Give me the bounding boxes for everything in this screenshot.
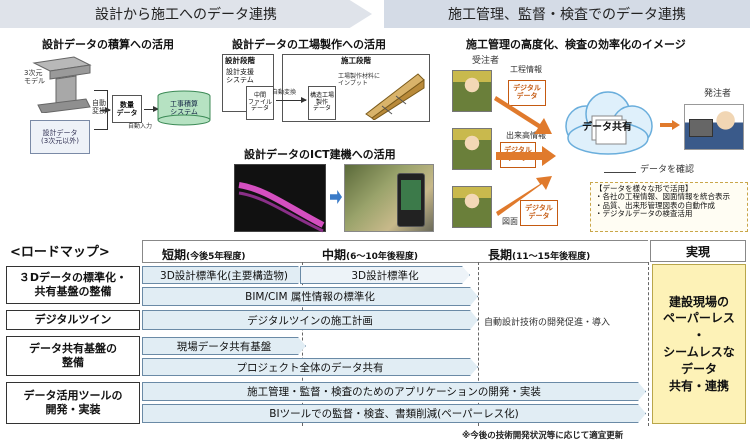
digital-data-box-1: デジタル データ [508,80,546,106]
bar-management-apps: 施工管理・監督・検査のためのアプリケーションの開発・実装 [142,382,646,401]
bar-digital-twin: デジタルツインの施工計画 [142,310,478,330]
roadmap-header-top-rule [142,240,648,241]
management-section-title: 施工管理の高度化、検査の効率化のイメージ [466,38,686,51]
bar-bi-tools: BIツールでの監督・検査、書類削減(ペーパーレス化) [142,404,646,423]
phase-short-label: 短期 [162,248,187,262]
design-support-label: 設計支援 システム [226,67,254,84]
construction-info-label: 工程情報 [510,65,542,74]
construction-stage-label: 施工段階 [341,56,371,65]
usage-note-3: ・デジタルデータの検査活用 [595,208,693,218]
intermediate-file-box: 中間 ファイル データ [246,86,274,120]
bar-bim-cim: BIM/CIM 属性情報の標準化 [142,287,478,306]
phase-short: 短期(今後5年程度) [162,244,246,263]
row-label-3d-standardization: ３Dデータの標準化・ 共有基盤の整備 [6,266,140,304]
contractor-worker-photo-3 [452,186,492,228]
output-info-label: 出来高情報 [506,131,546,140]
contractor-worker-photo-1 [452,70,492,112]
phase-divider-mid-long [478,262,479,426]
factory-section-title: 設計データの工場製作への活用 [232,38,386,51]
usage-note-0: 【データを様々な形で活用】 [595,184,693,193]
contractor-label: 受注者 [472,56,500,66]
factory-note: 工場製作材料に インプット [338,73,381,87]
bar-3d-standard-main-label: 3D設計標準化(主要構造物) [160,269,288,282]
design-data-doc: 設計データ (3次元以外) [30,120,90,154]
roadmap-header-bottom-rule [142,262,648,263]
phase-banner-design-to-construction: 設計から施工へのデータ連携 [0,0,372,28]
digital-data-box-3: デジタル データ [520,200,558,226]
estimation-system-label: 工事積算 システム [170,100,198,116]
auto-input-label: 自動入力 [128,123,153,130]
arrow-to-quantity [100,107,111,113]
factory-auto-convert-label: 自動変換 [272,89,297,96]
phase-realize-header: 実現 [650,240,746,262]
estimation-system-icon [157,90,211,126]
bar-3d-standard-all-label: 3D設計標準化 [351,269,419,282]
realization-goal-box: 建設現場の ペーパーレス ・ シームレスな データ 共有・連携 [652,264,746,424]
bar-bim-cim-label: BIM/CIM 属性情報の標準化 [245,291,375,303]
usage-note-1: ・各社の工程情報、図面情報を統合表示 [595,192,730,202]
factory-cad-box: 構造工場 製作 データ [308,86,336,120]
arrow-to-estimation [144,106,159,112]
ict-3d-model-screen [234,164,326,233]
bar-project-data-sharing: プロジェクト全体のデータ共有 [142,358,478,376]
row-label-data-sharing-platform: データ共有基盤の 整備 [6,336,140,376]
roadmap-header-left-rule [142,240,143,262]
phase-divider-long-realize [648,262,649,426]
phase-mid-label: 中期 [322,248,347,262]
arrow-to-client-icon [660,120,680,130]
row-label-digital-twin: デジタルツイン [6,310,140,330]
ict-flow-arrow-icon [330,190,342,204]
data-usage-notes-box: 【データを様々な形で活用】 ・各社の工程情報、図面情報を統合表示 ・品質、出来形… [590,182,748,232]
client-at-computer-photo [684,104,744,150]
bar-project-data-sharing-label: プロジェクト全体のデータ共有 [236,361,384,374]
bar-bi-tools-label: BIツールでの監督・検査、書類削減(ペーパーレス化) [269,408,519,420]
auto-design-text: 自動設計技術の開発促進・導入 [484,318,611,328]
phase-long: 長期(11～15年後程度) [488,244,590,263]
bar-management-apps-label: 施工管理・監督・検査のためのアプリケーションの開発・実装 [247,386,541,398]
ict-section-title: 設計データのICT建機への活用 [244,148,396,161]
roadmap-footnote: ※今後の技術開発状況等に応じて適宜更新 [462,431,624,441]
orange-exchange-arrows [494,96,556,216]
banner-right-label: 施工管理、監督・検査でのデータ連携 [448,7,686,23]
quantity-data-box: 数量 データ [112,95,142,123]
row-label-data-tools: データ活用ツールの 開発・実装 [6,382,140,424]
usage-note-2: ・品質、出来形管理図表の自動作成 [595,200,715,210]
data-sharing-label: データ共有 [582,122,632,133]
estimation-section-title: 設計データの積算への活用 [42,38,174,51]
bar-3d-standard-main: 3D設計標準化(主要構造物) [142,266,306,284]
steel-girder-illustration [365,73,425,120]
contractor-worker-photo-2 [452,128,492,170]
design-stage-label: 設計段階 [225,56,255,65]
phase-realize-label: 実現 [685,244,710,259]
ict-tablet-screen [397,173,425,227]
bridge-pier-3d-model-icon [32,56,92,113]
roadmap-title: <ロードマップ> [10,245,110,260]
phase-mid-note: (6～10年後程度) [346,252,419,262]
client-label: 発注者 [704,89,732,99]
bar-digital-twin-label: デジタルツインの施工計画 [247,314,373,327]
auto-convert-label: 自動 変換 [92,99,106,115]
bar-3d-standard-all: 3D設計標準化 [300,266,470,284]
confirm-arrow-line [604,172,636,173]
ict-excavator-photo [344,164,434,232]
phase-short-note: (今後5年程度) [186,252,246,262]
model-3d-label: 3次元 モデル [24,69,45,85]
bar-site-data-sharing-label: 現場データ共有基盤 [176,340,272,353]
banner-left-label: 設計から施工へのデータ連携 [95,7,277,23]
bar-site-data-sharing: 現場データ共有基盤 [142,337,306,355]
phase-mid: 中期(6～10年後程度) [322,244,418,263]
drawing-label: 図面 [502,217,518,226]
arrow-auto-convert [276,97,307,103]
confirm-data-label: データを確認 [640,165,695,175]
data-sharing-cloud-icon [565,91,653,155]
phase-long-note: (11～15年後程度) [512,252,591,262]
phase-long-label: 長期 [488,248,513,262]
phase-banner-management: 施工管理、監督・検査でのデータ連携 [384,0,750,28]
